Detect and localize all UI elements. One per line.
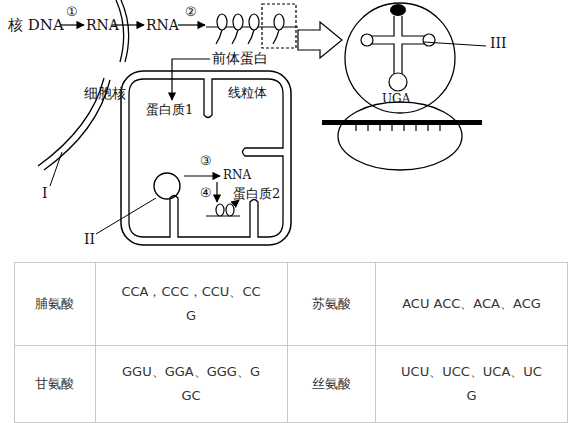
mitochondrion-outline <box>216 182 217 202</box>
table-cell: UCU、UCC、UCA、UCG <box>375 345 568 423</box>
organelle-name: 线粒体 <box>228 86 267 100</box>
callout-number: III <box>490 36 507 51</box>
ribosome-outline <box>361 34 373 46</box>
translation-arrow <box>178 24 205 25</box>
ribosome-zoom: UGA <box>336 2 466 172</box>
ribosome-outline <box>389 73 407 91</box>
protein-label: 前体蛋白 <box>212 51 268 66</box>
step-number: ② <box>185 5 197 19</box>
molecule-label: RNA <box>86 18 119 33</box>
codon-text: UGA <box>382 93 410 106</box>
organelle-name: 细胞核 <box>84 86 126 101</box>
table-cell: GGU、GGA、GGG、GGC <box>95 345 287 423</box>
cell-text: 脯氨酸 <box>35 292 74 316</box>
leader-line <box>50 152 62 186</box>
molecule-label: RNA <box>146 18 179 33</box>
molecule-label: RNA <box>223 169 251 182</box>
cell-text: GGU、GGA、GGG、GGC <box>117 360 265 408</box>
ribosome-outline <box>390 4 406 16</box>
step-number: ④ <box>200 186 212 200</box>
membrane-line <box>121 0 128 62</box>
ribosome-outline <box>322 120 482 125</box>
table-grid <box>14 262 568 423</box>
ribosome <box>274 14 284 30</box>
cell-text: ACU ACC、ACA、ACG <box>402 292 541 316</box>
mitochondrion-outline <box>226 204 234 216</box>
cell-text: UCU、UCC、UCA、UCG <box>398 360 546 408</box>
ribosome-outline <box>356 125 440 131</box>
mitochondrion-outline <box>206 215 240 216</box>
table-rule <box>95 262 96 423</box>
table-cell: 脯氨酸 <box>14 262 95 345</box>
step-number: ③ <box>200 154 212 168</box>
table-rule <box>375 262 376 423</box>
ribosome-outline <box>361 16 435 91</box>
mitochondrion-outline <box>129 79 283 237</box>
zoom-arrow <box>298 22 342 58</box>
mitochondrion: 线粒体蛋白质1 ③ RNA ④ 蛋白质2 <box>120 70 292 246</box>
ribosome-outline <box>338 102 462 170</box>
polysome <box>206 4 298 48</box>
table-rule <box>287 262 288 423</box>
callout-number: I <box>42 186 48 201</box>
cell-text: 丝氨酸 <box>312 372 351 396</box>
leader-line <box>96 198 156 234</box>
table-cell: 苏氨酸 <box>287 262 375 345</box>
ribosome <box>249 14 259 30</box>
ribosome-outline <box>423 34 435 46</box>
table-cell: CCA，CCC，CCU、CCG <box>95 262 287 345</box>
table-rule <box>14 345 568 346</box>
protein-label: 蛋白质2 <box>233 187 280 201</box>
mitochondrion-outline <box>154 173 180 199</box>
table-border <box>15 263 568 423</box>
cell-text: 甘氨酸 <box>35 372 74 396</box>
ribosome <box>217 14 227 30</box>
mitochondrion-outline <box>184 175 220 176</box>
molecule-label: 核 DNA <box>8 17 64 34</box>
table-cell: 丝氨酸 <box>287 345 375 423</box>
mitochondrion-outline <box>121 71 291 245</box>
callout-number: II <box>84 232 95 247</box>
peptide-chain <box>216 30 279 44</box>
ribosome <box>233 14 243 30</box>
cell-text: CCA，CCC，CCU、CCG <box>117 280 265 328</box>
ribosome-outline <box>372 16 424 74</box>
table-cell: 甘氨酸 <box>14 345 95 423</box>
process-arrows <box>60 25 210 100</box>
dashed-box <box>262 4 296 48</box>
ribosome-outline <box>345 3 455 113</box>
protein-label: 蛋白质1 <box>146 103 193 117</box>
mitochondrion-outline <box>216 204 224 216</box>
cell-text: 苏氨酸 <box>312 292 351 316</box>
ribosome-outline <box>336 2 466 172</box>
table-cell: ACU ACC、ACA、ACG <box>375 262 568 345</box>
step-number: ① <box>66 5 78 19</box>
